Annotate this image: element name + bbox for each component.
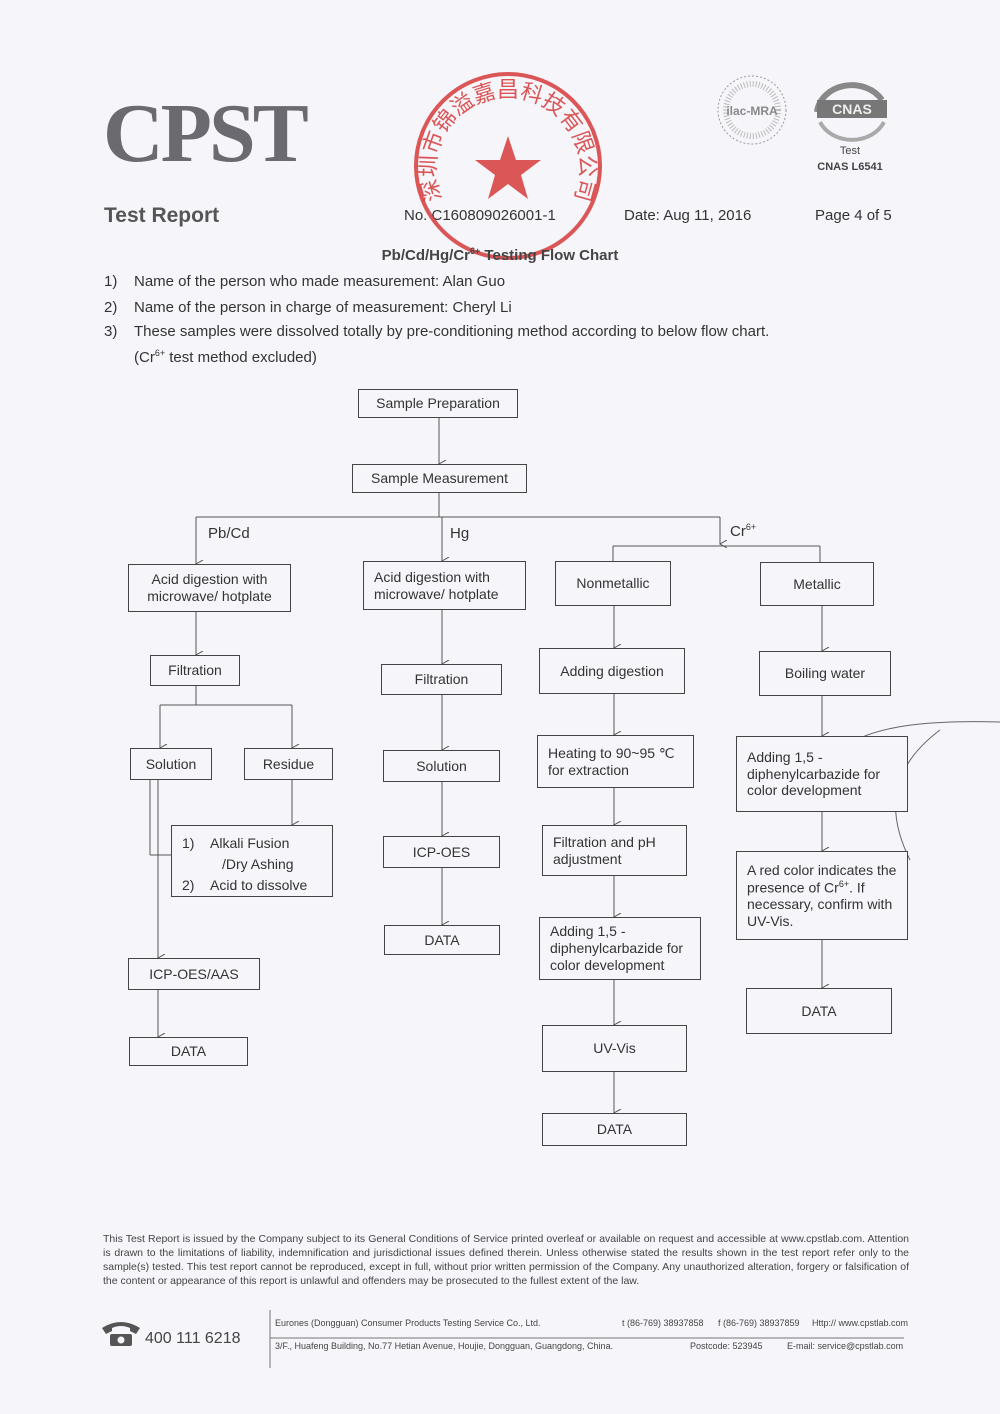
- flow-box-pbcd-solution: Solution: [130, 748, 212, 780]
- footer-postcode: Postcode: 523945: [690, 1341, 763, 1351]
- ilac-mra-logo: ilac-MRA: [717, 75, 787, 145]
- accreditation-logos: ilac-MRA CNAS Test CNAS L6541: [717, 75, 887, 173]
- flow-box-pbcd-alkali-fusion: 1)Alkali Fusion /Dry Ashing 2)Acid to di…: [171, 825, 333, 897]
- svg-text:ilac-MRA: ilac-MRA: [726, 104, 778, 118]
- flow-box-sample-preparation: Sample Preparation: [358, 389, 518, 418]
- cnas-logo: CNAS: [814, 82, 887, 142]
- flow-box-metallic-diphenylcarbazide: Adding 1,5 -diphenylcarbazide for color …: [736, 736, 908, 812]
- cpst-logo: CPST: [103, 87, 309, 180]
- flow-box-pbcd-filtration: Filtration: [150, 655, 240, 686]
- flow-box-red-color-indicator: A red color indicates the presence of Cr…: [736, 851, 908, 940]
- flow-chart-title: Pb/Cd/Hg/Cr6+ Testing Flow Chart: [381, 246, 619, 264]
- flow-box-nonmetallic-diphenylcarbazide: Adding 1,5 -diphenylcarbazide for color …: [539, 917, 701, 980]
- flow-box-hg-acid-digestion: Acid digestion with microwave/ hotplate: [363, 561, 526, 610]
- flow-box-uv-vis: UV-Vis: [542, 1025, 687, 1072]
- flow-box-hg-icp-oes: ICP-OES: [383, 836, 500, 868]
- flow-box-sample-measurement: Sample Measurement: [352, 464, 527, 493]
- flow-box-hg-filtration: Filtration: [381, 664, 502, 695]
- footer-divider-lines: [269, 1310, 904, 1368]
- report-title: Test Report: [104, 204, 220, 227]
- intro-item: 1)Name of the person who made measuremen…: [104, 273, 506, 290]
- flow-box-pbcd-data: DATA: [129, 1037, 248, 1066]
- flow-box-hg-data: DATA: [384, 925, 500, 955]
- flow-box-metallic-data: DATA: [746, 988, 892, 1034]
- page-number: Page 4 of 5: [815, 207, 892, 224]
- cnas-test-label: Test: [840, 145, 860, 157]
- branch-label-cr6: Cr6+: [730, 522, 757, 540]
- branch-label-pbcd: Pb/Cd: [208, 525, 250, 542]
- flow-box-nonmetallic-data: DATA: [542, 1113, 687, 1146]
- svg-text:CNAS: CNAS: [832, 101, 872, 117]
- phone-icon: [102, 1322, 140, 1346]
- flow-box-pbcd-acid-digestion: Acid digestion with microwave/ hotplate: [128, 564, 291, 612]
- footer-company: Eurones (Dongguan) Consumer Products Tes…: [275, 1318, 541, 1328]
- flow-box-pbcd-icp-oes-aas: ICP-OES/AAS: [128, 958, 260, 990]
- footer-phone: 400 111 6218: [145, 1330, 241, 1347]
- flow-box-hg-solution: Solution: [383, 750, 500, 782]
- flow-box-metallic: Metallic: [760, 562, 874, 606]
- intro-note: (Cr6+ test method excluded): [134, 348, 317, 366]
- intro-item: 3)These samples were dissolved totally b…: [104, 323, 770, 340]
- cnas-code: CNAS L6541: [817, 161, 882, 173]
- branch-label-hg: Hg: [450, 525, 470, 542]
- report-number: No. C160809026001-1: [404, 207, 556, 224]
- seal-star-icon: [475, 136, 541, 199]
- flow-box-adding-digestion: Adding digestion: [539, 648, 685, 694]
- flow-box-filtration-ph: Filtration and pH adjustment: [542, 825, 687, 876]
- intro-item: 2)Name of the person in charge of measur…: [104, 299, 512, 316]
- flow-box-heating-extraction: Heating to 90~95 ℃ for extraction: [537, 735, 694, 788]
- footer-tel: t (86-769) 38937858: [622, 1318, 704, 1328]
- footer-disclaimer: This Test Report is issued by the Compan…: [103, 1233, 909, 1287]
- company-seal: 深圳市锦溢嘉昌科技有限公司: [414, 72, 602, 260]
- flow-box-pbcd-residue: Residue: [244, 748, 333, 780]
- flow-box-boiling-water: Boiling water: [759, 651, 891, 696]
- footer-fax: f (86-769) 38937859: [718, 1318, 800, 1328]
- footer-address: 3/F., Huafeng Building, No.77 Hetian Ave…: [275, 1341, 614, 1351]
- footer-website[interactable]: Http:// www.cpstlab.com: [812, 1318, 909, 1328]
- report-date: Date: Aug 11, 2016: [624, 207, 752, 224]
- flow-box-nonmetallic: Nonmetallic: [555, 561, 671, 606]
- footer-email[interactable]: E-mail: service@cpstlab.com: [787, 1341, 904, 1351]
